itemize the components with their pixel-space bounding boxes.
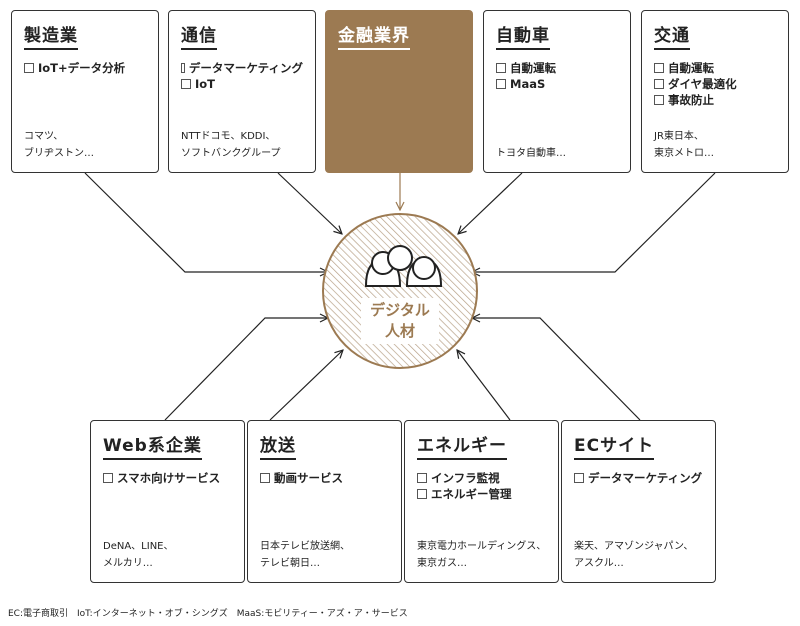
industry-title: Web系企業 <box>103 431 202 460</box>
industry-box: ECサイトデータマーケティング楽天、アマゾンジャパン、 アスクル… <box>561 420 716 583</box>
industry-box: 通信データマーケティング IoT NTTドコモ、KDDI、 ソフトバンクグループ <box>168 10 316 173</box>
company-examples: 東京電力ホールディングス、 東京ガス… <box>417 541 547 569</box>
checkbox-icon <box>417 473 427 483</box>
use-case-item: 自動運転 <box>654 60 776 76</box>
industry-box: エネルギーインフラ監視エネルギー管理東京電力ホールディングス、 東京ガス… <box>404 420 559 583</box>
use-case-label: 自動運転 <box>510 61 556 75</box>
checkbox-icon <box>574 473 584 483</box>
company-examples: 日本テレビ放送網、 テレビ朝日… <box>260 541 350 569</box>
company-examples: NTTドコモ、KDDI、 ソフトバンクグループ <box>181 131 281 159</box>
industry-title: 放送 <box>260 431 296 460</box>
use-case-item: IoT <box>181 76 303 92</box>
center-label: デジタル 人材 <box>361 298 439 344</box>
industry-box: 交通自動運転ダイヤ最適化事故防止 JR東日本、 東京メトロ… <box>641 10 789 173</box>
use-case-label: IoT <box>195 77 216 91</box>
use-case-label: 事故防止 <box>668 93 714 107</box>
checkbox-icon <box>24 63 34 73</box>
use-case-label: MaaS <box>510 77 546 91</box>
use-case-item: 事故防止 <box>654 92 776 108</box>
company-examples: コマツ、 ブリヂストン… <box>24 131 94 159</box>
use-case-item: ダイヤ最適化 <box>654 76 776 92</box>
arrow-manufacturing <box>84 172 328 272</box>
company-examples: 楽天、アマゾンジャパン、 アスクル… <box>574 541 694 569</box>
industry-title: 製造業 <box>24 21 78 50</box>
checkbox-icon <box>654 63 664 73</box>
use-case-item: エネルギー管理 <box>417 486 546 502</box>
arrow-energy <box>457 350 511 421</box>
use-case-item: 動画サービス <box>260 470 389 486</box>
arrow-auto <box>458 172 523 234</box>
use-case-label: IoT+データ分析 <box>38 61 126 75</box>
use-case-item: IoT+データ分析 <box>24 60 146 76</box>
use-case-item: データマーケティング <box>574 470 703 486</box>
checkbox-icon <box>496 63 506 73</box>
use-case-item: MaaS <box>496 76 618 92</box>
use-case-label: 動画サービス <box>274 471 343 485</box>
use-case-label: インフラ監視 <box>431 471 500 485</box>
industry-title: エネルギー <box>417 431 507 460</box>
use-case-label: エネルギー管理 <box>431 487 512 501</box>
industry-box: 製造業 IoT+データ分析コマツ、 ブリヂストン… <box>11 10 159 173</box>
industry-box: 自動車自動運転 MaaS トヨタ自動車… <box>483 10 631 173</box>
industry-title: 通信 <box>181 21 217 50</box>
people-icon <box>364 245 443 287</box>
industry-title: 金融業界 <box>338 21 410 50</box>
industry-title: ECサイト <box>574 431 655 460</box>
use-case-item: スマホ向けサービス <box>103 470 232 486</box>
industry-box: 放送動画サービス日本テレビ放送網、 テレビ朝日… <box>247 420 402 583</box>
checkbox-icon <box>260 473 270 483</box>
industry-title: 交通 <box>654 21 690 50</box>
center-label-line2: 人材 <box>384 322 415 340</box>
checkbox-icon <box>103 473 113 483</box>
center-label-line1: デジタル <box>370 301 430 319</box>
company-examples: トヨタ自動車… <box>496 148 566 159</box>
use-case-label: データマーケティング <box>588 471 703 485</box>
checkbox-icon <box>654 95 664 105</box>
arrow-web <box>164 318 328 421</box>
use-case-item: インフラ監視 <box>417 470 546 486</box>
company-examples: DeNA、LINE、 メルカリ… <box>103 541 174 569</box>
checkbox-icon <box>496 79 506 89</box>
industry-box: Web系企業スマホ向けサービス DeNA、LINE、 メルカリ… <box>90 420 245 583</box>
use-case-label: スマホ向けサービス <box>117 471 221 485</box>
use-case-label: 自動運転 <box>668 61 714 75</box>
checkbox-icon <box>181 79 191 89</box>
arrow-ec <box>472 318 641 421</box>
footnote: EC:電子商取引 IoT:インターネット・オブ・シングズ MaaS:モビリティー… <box>8 609 408 619</box>
checkbox-icon <box>417 489 427 499</box>
use-case-item: データマーケティング <box>181 60 303 76</box>
arrow-telecom <box>277 172 342 234</box>
company-examples: JR東日本、 東京メトロ… <box>654 131 714 159</box>
use-case-label: ダイヤ最適化 <box>668 77 737 91</box>
arrow-transport <box>472 172 716 272</box>
industry-title: 自動車 <box>496 21 550 50</box>
arrow-broadcast <box>269 350 343 421</box>
use-case-label: データマーケティング <box>188 61 303 75</box>
checkbox-icon <box>181 63 185 73</box>
digital-talent-circle <box>322 213 478 369</box>
checkbox-icon <box>654 79 664 89</box>
use-case-item: 自動運転 <box>496 60 618 76</box>
industry-box: 金融業界 <box>325 10 473 173</box>
